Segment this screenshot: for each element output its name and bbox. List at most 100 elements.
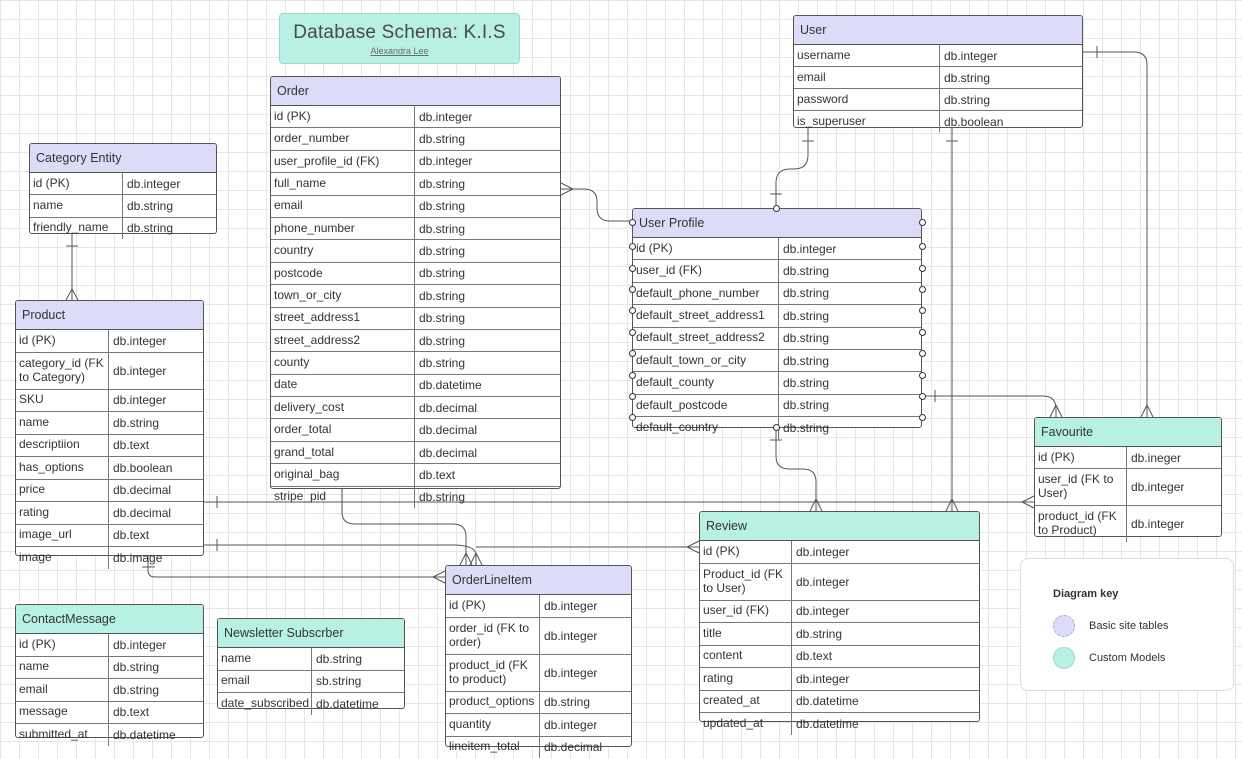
field-row[interactable]: id (PK)db.ineger — [1035, 447, 1221, 469]
field-row[interactable]: user_id (FK to User)db.integer — [1035, 469, 1221, 506]
connector-dot — [628, 264, 636, 272]
field-type: db.string — [783, 286, 830, 301]
field-name: friendly_name — [30, 217, 123, 239]
field-name: postcode — [271, 262, 415, 285]
field-type: db.datetime — [796, 694, 859, 709]
field-row[interactable]: id (PK)db.integer — [446, 595, 631, 618]
field-row[interactable]: product_id (FK to product)db.integer — [446, 654, 631, 692]
field-type: db.datetime — [419, 378, 482, 393]
field-row[interactable]: id (PK)db.integer — [16, 634, 203, 657]
field-row[interactable]: order_id (FK to order)db.integer — [446, 617, 631, 655]
field-row[interactable]: id (PK)db.integer — [16, 330, 203, 353]
field-row[interactable]: user_id (FK)db.string — [633, 260, 921, 283]
diagram-title-card: Database Schema: K.I.S Alexandra Lee — [279, 13, 520, 64]
field-row[interactable]: user_profile_id (FK)db.integer — [271, 150, 560, 174]
field-row[interactable]: Product_id (FK to User)db.integer — [700, 563, 979, 601]
field-row[interactable]: id (PK)db.integer — [271, 106, 560, 129]
field-row[interactable]: product_id (FK to Product)db.integer — [1035, 506, 1221, 542]
field-name: price — [16, 479, 109, 501]
field-name: quantity — [446, 714, 540, 736]
field-row[interactable]: user_id (FK)db.integer — [700, 600, 979, 623]
field-row[interactable]: id (PK)db.integer — [633, 238, 921, 261]
field-type: db.integer — [113, 333, 167, 348]
field-name: id (PK) — [16, 634, 109, 656]
link-userprofile-review — [775, 428, 817, 511]
custom-swatch — [1053, 647, 1075, 669]
field-type: db.boolean — [113, 460, 173, 475]
field-row[interactable]: category_id (FK to Category)db.integer — [16, 352, 203, 390]
field-row[interactable]: id (PK)db.integer — [30, 173, 216, 196]
entity-title: User Profile — [633, 209, 921, 238]
field-name: street_address2 — [271, 329, 415, 352]
field-name: image — [16, 547, 109, 569]
field-name: original_bag — [271, 464, 415, 486]
field-type: db.string — [113, 660, 160, 675]
connector-dot — [919, 328, 926, 336]
field-name: name — [16, 412, 109, 434]
field-row[interactable]: id (PK)db.integer — [700, 541, 979, 564]
